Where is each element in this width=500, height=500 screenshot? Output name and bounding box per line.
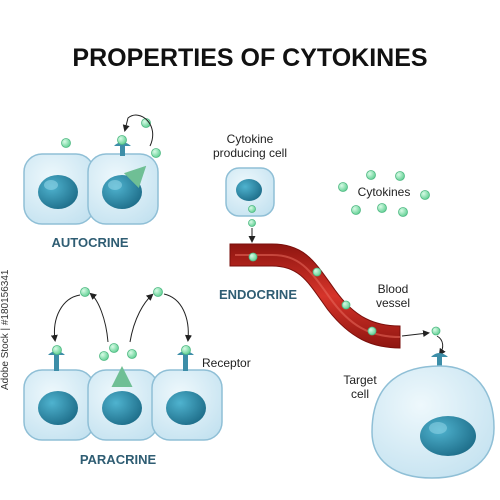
target-cell-nucleus <box>420 416 476 456</box>
cytokines-label: Cytokines <box>358 185 411 199</box>
page-title: PROPERTIES OF CYTOKINES <box>72 44 427 72</box>
autocrine-nucleus-right <box>102 175 142 209</box>
paracrine-group: Receptor PARACRINE <box>23 287 251 467</box>
paracrine-label: PARACRINE <box>80 452 157 467</box>
autocrine-loop-arrow <box>122 114 154 147</box>
autocrine-cytokine-1 <box>61 138 71 148</box>
blood-vessel-label-line1: Blood <box>378 282 409 296</box>
target-cell-label-line2: cell <box>351 387 369 401</box>
cytokine-producing-label-line1: Cytokine <box>227 132 274 146</box>
paracrine-arrow-right <box>163 293 192 342</box>
blood-vessel <box>229 243 401 349</box>
autocrine-group: AUTOCRINE <box>23 114 161 250</box>
stock-watermark: Adobe Stock | #180156341 <box>0 269 11 390</box>
autocrine-label: AUTOCRINE <box>51 235 128 250</box>
target-receptor-icon <box>431 353 448 368</box>
endocrine-label: ENDOCRINE <box>219 287 297 302</box>
paracrine-arrow-left <box>50 294 81 342</box>
autocrine-nucleus-left <box>38 175 78 209</box>
receptor-label: Receptor <box>202 356 251 370</box>
autocrine-release-arrow <box>123 165 147 189</box>
autocrine-cytokine-4 <box>151 148 161 158</box>
autocrine-cytokine-2 <box>117 135 127 145</box>
endocrine-group: Cytokine producing cell ENDOCRINE Cytoki… <box>213 132 495 479</box>
cytokine-producing-label-line2: producing cell <box>213 146 287 160</box>
target-cell-label-line1: Target <box>343 373 377 387</box>
producing-cell-nucleus <box>236 179 262 201</box>
blood-vessel-label-line2: vessel <box>376 296 410 310</box>
